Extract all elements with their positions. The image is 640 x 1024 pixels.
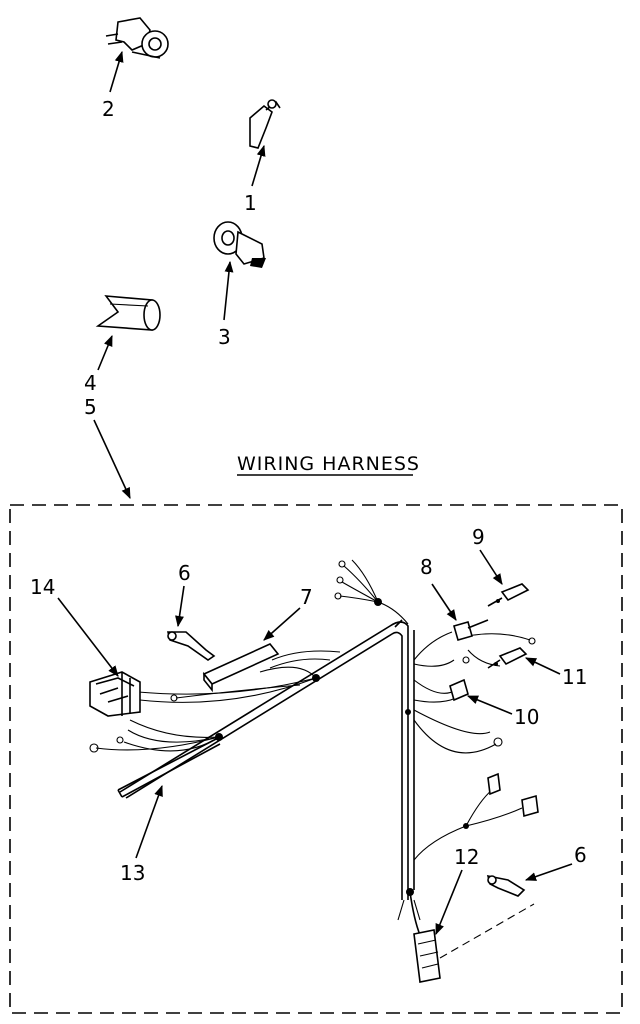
callout-9: 9 bbox=[472, 525, 485, 549]
callout-labels: 2 1 3 4 5 6 7 8 9 10 11 12 13 14 6 bbox=[30, 97, 587, 885]
connector-12 bbox=[413, 929, 441, 983]
terminal-11 bbox=[487, 647, 528, 669]
part-3-clip bbox=[213, 221, 266, 268]
connector-10 bbox=[449, 678, 469, 702]
callout-5: 5 bbox=[84, 395, 97, 419]
harness-boundary bbox=[9, 504, 623, 1014]
callout-8: 8 bbox=[420, 555, 433, 579]
connector-7 bbox=[202, 643, 280, 693]
callout-2: 2 bbox=[102, 97, 115, 121]
connector-8 bbox=[453, 619, 489, 641]
terminal-6-right bbox=[486, 874, 526, 897]
callout-6-left: 6 bbox=[178, 561, 191, 585]
connector-14 bbox=[89, 671, 141, 717]
callout-7: 7 bbox=[300, 585, 313, 609]
terminal-6-left bbox=[166, 631, 216, 661]
part-1-clip bbox=[249, 99, 281, 149]
callout-11: 11 bbox=[562, 665, 587, 689]
callout-14: 14 bbox=[30, 575, 55, 599]
callout-1: 1 bbox=[244, 191, 257, 215]
callout-10: 10 bbox=[514, 705, 539, 729]
diagram-title: WIRING HARNESS bbox=[237, 453, 420, 475]
terminal-9 bbox=[487, 583, 530, 607]
callout-4: 4 bbox=[84, 371, 97, 395]
callout-6-right: 6 bbox=[574, 843, 587, 867]
callout-3: 3 bbox=[218, 325, 231, 349]
callout-12: 12 bbox=[454, 845, 479, 869]
wiring-harness bbox=[89, 559, 536, 936]
part-2-clip bbox=[105, 17, 169, 59]
part-4-tube bbox=[95, 295, 161, 331]
plug-connectors bbox=[487, 772, 539, 818]
leader-lines bbox=[57, 50, 573, 959]
callout-13: 13 bbox=[120, 861, 145, 885]
